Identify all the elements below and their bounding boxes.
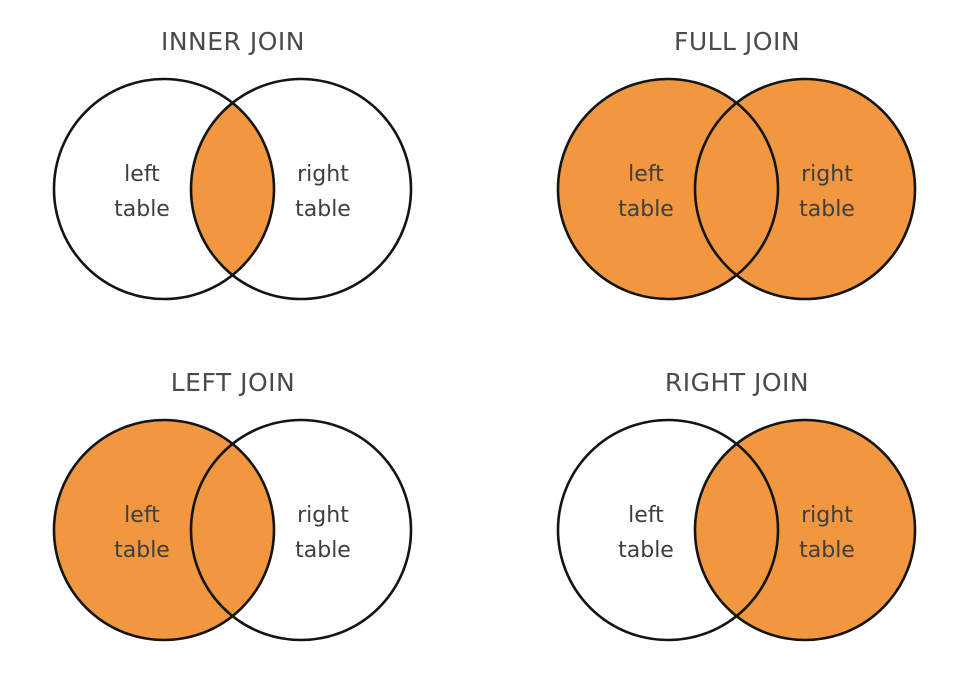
right-table-label: table: [295, 197, 351, 222]
right-join-title: RIGHT JOIN: [664, 368, 810, 397]
full-join-title: FULL JOIN: [673, 27, 801, 56]
left-table-label: left: [628, 503, 664, 528]
right-circle-outline: [189, 418, 413, 642]
right-circle-outline: [693, 77, 917, 301]
intersection-region: [191, 420, 274, 640]
intersection-region: [695, 420, 778, 640]
left-table-label: left: [124, 503, 160, 528]
left-circle-outline: [52, 77, 276, 301]
panel-right-join: RIGHT JOIN left table right table: [496, 345, 964, 690]
inner-join-title: INNER JOIN: [160, 27, 305, 56]
panel-left-join: LEFT JOIN left table right table: [0, 345, 474, 690]
right-circle-outline: [189, 77, 413, 301]
left-table-label: table: [114, 538, 170, 563]
left-circle-outline: [556, 418, 780, 642]
left-circle-outline: [556, 77, 780, 301]
right-table-label: right: [801, 503, 853, 528]
right-table-label: table: [295, 538, 351, 563]
right-table-label: right: [297, 503, 349, 528]
right-join-venn-diagram: left table right table: [556, 418, 917, 642]
left-table-label: table: [114, 197, 170, 222]
right-table-label: right: [297, 162, 349, 187]
panel-inner-join: INNER JOIN left table right table: [0, 0, 474, 345]
left-table-label: table: [618, 538, 674, 563]
right-table-label: right: [801, 162, 853, 187]
right-table-label: table: [799, 197, 855, 222]
full-join-venn-diagram: left table right table: [556, 77, 917, 301]
left-join-venn-diagram: left table right table: [52, 418, 413, 642]
inner-join-venn-diagram: left table right table: [52, 77, 413, 301]
intersection-region: [695, 79, 778, 299]
right-table-label: table: [799, 538, 855, 563]
panel-full-join: FULL JOIN left table right table: [496, 0, 964, 345]
left-table-label: left: [124, 162, 160, 187]
intersection-region: [191, 79, 274, 299]
left-table-label: table: [618, 197, 674, 222]
left-circle-outline: [52, 418, 276, 642]
left-join-title: LEFT JOIN: [170, 368, 296, 397]
right-circle-outline: [693, 418, 917, 642]
left-table-label: left: [628, 162, 664, 187]
